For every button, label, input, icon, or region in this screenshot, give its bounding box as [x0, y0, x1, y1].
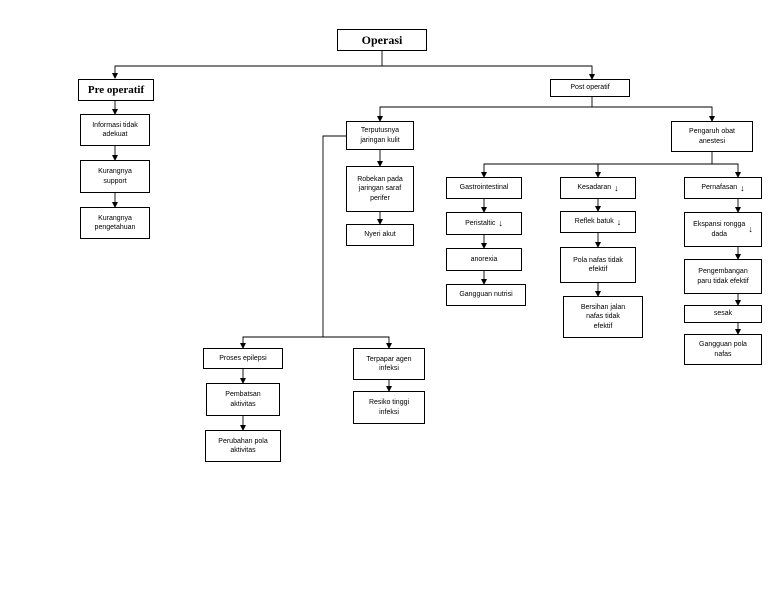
connector-branch-proses [240, 135, 346, 349]
node-gastrointestinal-label: Gastrointestinal [459, 184, 509, 192]
node-pembatasan: Pembatsan aktivitas [206, 383, 280, 416]
node-ekspansi: Ekspansi rongga dada↓ [684, 212, 762, 247]
connector-pengaruh-kesadaran [595, 163, 712, 178]
node-peristaltic-label: Peristaltic [465, 219, 496, 227]
node-robekan-label: Robekan pada jaringan saraf perifer [357, 175, 403, 202]
node-proses-epilepsi: Proses epilepsi [203, 348, 283, 369]
node-anorexia-label: anorexia [470, 255, 498, 263]
node-terpapar-agen-label: Terpapar agen infeksi [366, 355, 412, 372]
node-gangguan-nutrisi: Gangguan nutrisi [446, 284, 526, 306]
node-pembatasan-label: Pembatsan aktivitas [225, 391, 261, 408]
node-post-operatif-label: Post operatif [570, 84, 610, 92]
node-kesadaran-label: Kesadaran [577, 184, 612, 192]
decrease-arrow-icon: ↓ [498, 218, 503, 229]
node-kesadaran: Kesadaran↓ [560, 177, 636, 199]
node-bersihan-jalan-label: Bersihan jalan nafas tidak efektif [580, 303, 626, 330]
node-terputusnya-label: Terputusnya jaringan kulit [360, 127, 400, 144]
node-informasi: Informasi tidak adekuat [80, 114, 150, 146]
node-pola-nafas-label: Pola nafas tidak efektif [573, 256, 623, 273]
node-terputusnya: Terputusnya jaringan kulit [346, 121, 414, 150]
node-perubahan-pola-label: Perubahan pola aktivitas [218, 437, 268, 454]
node-pre-operatif-label: Pre operatif [87, 83, 145, 96]
node-kurangnya-support: Kurangnya support [80, 160, 150, 193]
decrease-arrow-icon: ↓ [748, 224, 753, 235]
decrease-arrow-icon: ↓ [614, 182, 619, 193]
node-pernafasan: Pernafasan↓ [684, 177, 762, 199]
node-operasi: Operasi [337, 29, 427, 51]
node-pernafasan-label: Pernafasan [701, 184, 738, 192]
node-pengembangan-label: Pengembangan paru tidak efektif [697, 268, 749, 285]
node-informasi-label: Informasi tidak adekuat [92, 121, 138, 138]
node-pengaruh-obat-label: Pengaruh obat anestesi [689, 128, 735, 145]
node-sesak: sesak [684, 305, 762, 323]
node-pola-nafas: Pola nafas tidak efektif [560, 247, 636, 283]
node-bersihan-jalan: Bersihan jalan nafas tidak efektif [563, 296, 643, 338]
node-gangguan-nutrisi-label: Gangguan nutrisi [459, 291, 513, 299]
node-kurangnya-support-label: Kurangnya support [98, 168, 132, 185]
node-sesak-label: sesak [713, 310, 733, 318]
decrease-arrow-icon: ↓ [740, 182, 745, 193]
node-pre-operatif: Pre operatif [78, 79, 154, 101]
node-peristaltic: Peristaltic↓ [446, 212, 522, 235]
node-reflek-batuk: Reflek batuk↓ [560, 211, 636, 233]
connector-post-terputusnya [377, 97, 593, 122]
connector-post-pengaruh [592, 106, 715, 122]
node-resiko-infeksi: Resiko tinggi infeksi [353, 391, 425, 424]
node-gangguan-pola-nafas-label: Gangguan pola nafas [699, 341, 747, 358]
node-proses-epilepsi-label: Proses epilepsi [219, 354, 267, 362]
connector-operasi-pre [112, 51, 383, 79]
node-kurangnya-pengetahuan: Kurangnya pengetahuan [80, 207, 150, 239]
node-pengaruh-obat: Pengaruh obat anestesi [671, 121, 753, 152]
node-ekspansi-label: Ekspansi rongga dada [693, 221, 746, 238]
node-resiko-infeksi-label: Resiko tinggi infeksi [368, 399, 410, 416]
node-operasi-label: Operasi [361, 32, 403, 47]
node-nyeri-akut-label: Nyeri akut [364, 231, 396, 239]
connector-branch-terpapar [323, 336, 392, 349]
node-nyeri-akut: Nyeri akut [346, 224, 414, 246]
decrease-arrow-icon: ↓ [616, 216, 622, 227]
connector-operasi-post [382, 65, 595, 80]
node-gastrointestinal: Gastrointestinal [446, 177, 522, 199]
node-anorexia: anorexia [446, 248, 522, 271]
node-terpapar-agen: Terpapar agen infeksi [353, 348, 425, 380]
node-post-operatif: Post operatif [550, 79, 630, 97]
node-gangguan-pola-nafas: Gangguan pola nafas [684, 334, 762, 365]
node-reflek-batuk-label: Reflek batuk [574, 218, 614, 226]
node-pengembangan: Pengembangan paru tidak efektif [684, 259, 762, 294]
node-kurangnya-pengetahuan-label: Kurangnya pengetahuan [94, 214, 136, 231]
node-perubahan-pola: Perubahan pola aktivitas [205, 430, 281, 462]
connector-pengaruh-pernafasan [712, 163, 741, 178]
node-robekan: Robekan pada jaringan saraf perifer [346, 166, 414, 212]
